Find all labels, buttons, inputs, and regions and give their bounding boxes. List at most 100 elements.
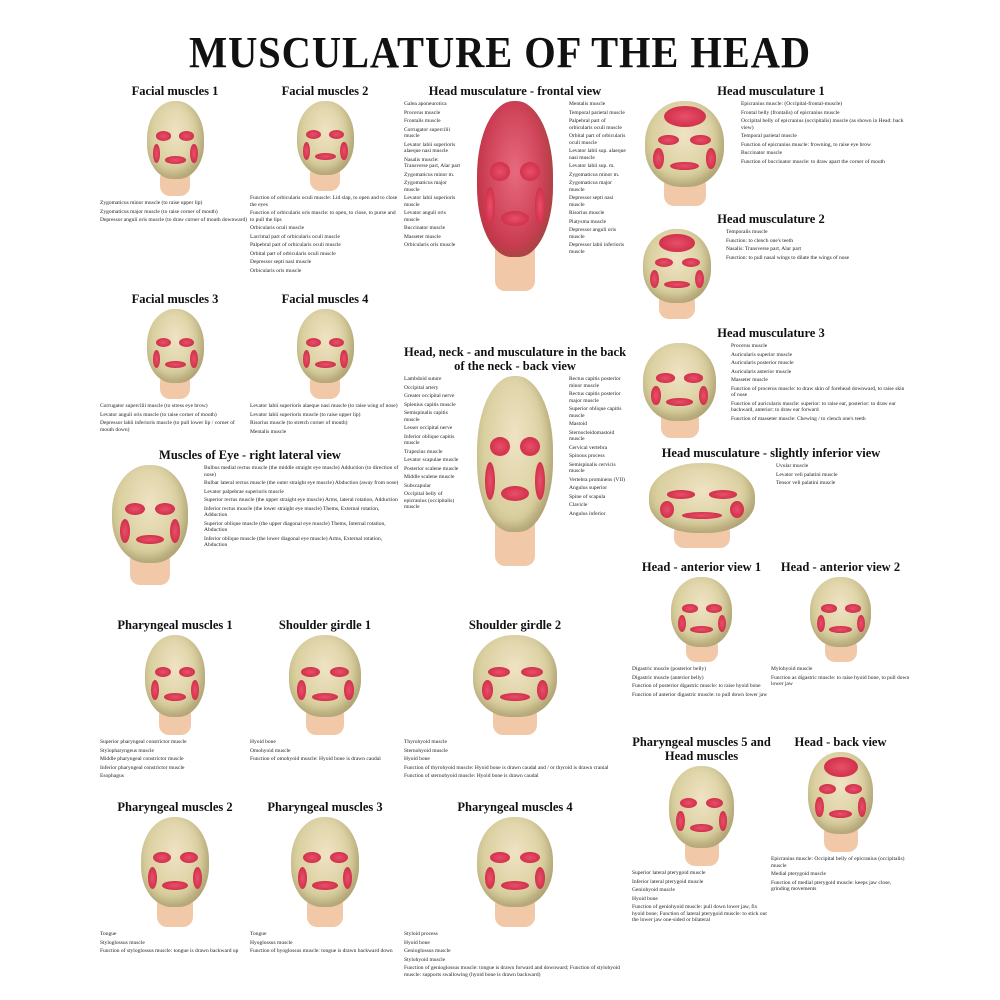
- hm1-label: Occipital belly of epicranius (occipital…: [741, 118, 904, 131]
- phar3-label: Hyoglossus muscle: [250, 939, 293, 946]
- skull: [671, 577, 732, 647]
- eye-panel-body: Bulbus medial rectus muscle (the middle …: [100, 465, 400, 585]
- cheek-muscle: [660, 501, 674, 519]
- right-eye-muscle: [705, 798, 723, 808]
- eye-label: Inferior oblique muscle (the lower diago…: [204, 535, 383, 549]
- back-label: Spinous process: [569, 453, 605, 459]
- phar3-label: Tongue: [250, 931, 267, 937]
- right-eye-muscle: [179, 667, 195, 677]
- back-label: Lambdoid suture: [404, 376, 442, 382]
- cheek-muscle: [193, 866, 202, 889]
- cheek-muscle: [340, 141, 348, 160]
- cheek-muscle: [152, 349, 160, 368]
- phar4-label: Function of genioglossus muscle: tongue …: [404, 965, 621, 978]
- back-label: Occipital belly of epicranius (occipital…: [404, 491, 455, 510]
- hm3-label: Auricularis superior muscle: [731, 351, 793, 358]
- right-eye-muscle: [329, 852, 348, 864]
- inferior-label: Tensor veli palatini muscle: [776, 480, 836, 486]
- mouth-muscle: [314, 361, 336, 369]
- phar4-label: Stylohyoid muscle: [404, 956, 446, 963]
- cheek-muscle: [296, 680, 306, 700]
- ant1-label: Digastric muscle (posterior belly): [632, 666, 707, 672]
- cheek-muscle: [537, 680, 548, 700]
- left-eye-muscle: [125, 503, 145, 516]
- cheek-muscle: [705, 148, 716, 170]
- cheek-muscle: [676, 811, 685, 831]
- facial1-labels: Zygomaticus minor muscle (to raise upper…: [100, 200, 250, 226]
- phar1-label: Esophagus: [100, 773, 124, 779]
- skull: [296, 309, 354, 383]
- hm2-illustration: [632, 229, 722, 319]
- hm2-label: Temporalis muscle: [726, 229, 768, 235]
- frontal-label: Zygomaticus major muscle: [404, 180, 447, 193]
- frontal-label: Levator labii sup. m.: [569, 163, 615, 169]
- poster-title: MUSCULATURE OF THE HEAD: [188, 28, 812, 77]
- back-label: Middle scalene muscle: [404, 474, 455, 480]
- sg2-panel-title: Shoulder girdle 2: [468, 618, 562, 632]
- right-eye-muscle: [705, 604, 722, 613]
- ant1-label: Function of posterior digastric muscle: …: [632, 683, 761, 689]
- facial4-labels: Levator labii superioris alaeque nasi mu…: [250, 403, 400, 437]
- phar4-label: Genioglossus muscle: [404, 948, 451, 954]
- ant2-label: Mylohyoid muscle: [771, 666, 813, 672]
- skull: [296, 101, 354, 175]
- skull: [112, 465, 188, 564]
- right-eye-muscle: [328, 337, 344, 347]
- mouth-muscle: [163, 693, 187, 701]
- back-label: Splenius capitis muscle: [404, 401, 456, 408]
- facial1-label: Zygomaticus minor muscle (to raise upper…: [100, 200, 203, 206]
- sg2-label: Function of thyrohyoid muscle: Hyoid bon…: [404, 764, 609, 771]
- sg1-panel-title: Shoulder girdle 1: [278, 618, 372, 632]
- skull: [290, 817, 360, 908]
- cheek-muscle: [302, 349, 310, 368]
- facial1-label: Depressor anguli oris muscle (to draw co…: [100, 217, 248, 223]
- cheek-muscle: [485, 186, 495, 225]
- right-eye-muscle: [844, 784, 862, 794]
- facial4-illustration: [288, 309, 363, 399]
- facial4-label: Mentalis muscle: [250, 428, 287, 435]
- mouth-muscle: [499, 693, 531, 701]
- frontal-panel-title: Head musculature - frontal view: [428, 84, 602, 98]
- inferior-panel-title: Head musculature - slightly inferior vie…: [661, 446, 881, 460]
- eye-label: Levator palpebrae superioris muscle: [204, 488, 284, 495]
- ant1-labels: Digastric muscle (posterior belly)Digast…: [632, 666, 771, 700]
- facial4-label: Levator labii superioris alaeque nasi mu…: [250, 403, 398, 409]
- facial2-label: Palpebral part of orbicularis oculi musc…: [250, 242, 341, 248]
- cheek-muscle: [650, 269, 659, 288]
- facial3-panel-title: Facial muscles 3: [131, 292, 219, 306]
- ant2-panel-title: Head - anterior view 2: [780, 560, 901, 574]
- inferior-label: Levator veli palatini muscle: [776, 471, 838, 478]
- mouth-muscle: [162, 880, 188, 890]
- skull: [477, 817, 553, 908]
- back-label: Angulus inferior: [569, 510, 606, 517]
- facial1-label: Zygomaticus major muscle (to raise corne…: [100, 208, 218, 215]
- backview-label: Medial pterygoid muscle: [771, 871, 826, 877]
- frontal-label: Levator anguli oris muscle: [404, 210, 446, 223]
- skull: [810, 577, 871, 647]
- hm2-label: Nasalis: Transverse part, Alar part: [726, 246, 801, 252]
- cheek-muscle: [343, 866, 352, 889]
- mouth-muscle: [501, 486, 529, 502]
- eye-label: Superior rectus muscle (the upper straig…: [204, 497, 398, 503]
- frontal-label: Buccinator muscle: [404, 225, 446, 231]
- eye-label: Bulbus medial rectus muscle (the middle …: [204, 465, 399, 478]
- left-eye-muscle: [301, 667, 321, 677]
- frontal-label: Levator labii superioris alaeque nasi mu…: [404, 141, 456, 155]
- sg1-label: Hyoid bone: [250, 739, 276, 745]
- phar4-label: Hyoid bone: [404, 939, 430, 946]
